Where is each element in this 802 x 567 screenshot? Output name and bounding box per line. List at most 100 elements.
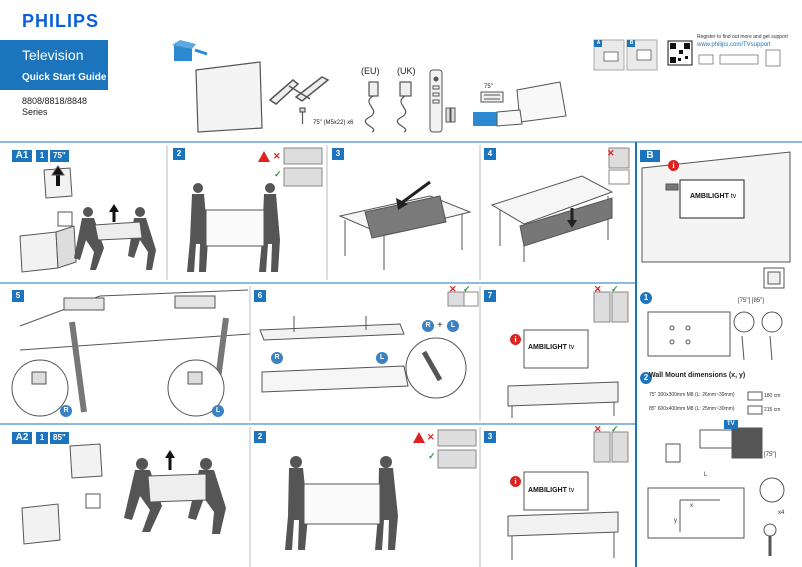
a1s2-hint-images xyxy=(283,147,323,187)
wm-85-distance: 215 cm xyxy=(764,407,781,413)
ambilight-brand: AMBILIGHT xyxy=(528,487,567,494)
b-wall-mount-illustration xyxy=(641,151,791,263)
register-form-icon xyxy=(698,49,781,67)
wm-85-spec: 85" 600x400mm M8 (L: 25mm~30mm) xyxy=(649,406,735,412)
uk-cable-label: (UK) xyxy=(397,66,416,76)
ambilight-label: AMBILIGHT tv xyxy=(690,193,736,200)
left-marker: L xyxy=(376,352,388,364)
a1-size-badge: 75" xyxy=(50,150,69,162)
manuals-icon xyxy=(473,81,567,127)
bracket-size-label: 75" xyxy=(484,84,493,90)
ambilight-suffix: tv xyxy=(566,487,575,494)
check-icon: ✓ xyxy=(611,424,619,434)
a2-step-2-badge: 2 xyxy=(254,431,266,443)
b-wall-rear-illustration xyxy=(647,477,785,556)
cross-icon: ✕ xyxy=(449,284,457,294)
a2s3-tv-standing-illustration xyxy=(507,471,619,560)
remote-control-icon xyxy=(429,69,443,133)
mounting-option-tabs xyxy=(593,39,658,71)
a2-people-carrying-figure xyxy=(124,458,226,534)
ambilight-brand: AMBILIGHT xyxy=(528,344,567,351)
right-marker: R xyxy=(271,352,283,364)
cross-icon: ✕ xyxy=(594,284,602,294)
qr-code-icon xyxy=(667,40,693,66)
wm-sizes-label: [75"] [85"] xyxy=(738,298,764,304)
check-icon: ✓ xyxy=(611,284,619,294)
a2-step-3-badge: 3 xyxy=(484,431,496,443)
wm-y-label: y xyxy=(674,518,677,524)
section-b-label: B xyxy=(640,150,660,162)
bracket-icon xyxy=(480,91,504,103)
right-marker: R xyxy=(60,405,72,417)
box-open-icon xyxy=(172,40,208,61)
s5-stand-attach-illustration xyxy=(19,289,251,413)
step-6-badge: 6 xyxy=(254,290,266,302)
a2s3-hint-images xyxy=(593,431,629,463)
philips-logo: PHILIPS xyxy=(22,11,100,31)
support-url[interactable]: www.philips.com/TVsupport xyxy=(697,42,771,48)
cross-icon: ✕ xyxy=(594,424,602,434)
screw-icon xyxy=(299,107,306,124)
info-icon: i xyxy=(668,160,679,171)
uk-power-cable-icon xyxy=(396,81,412,133)
tv-tag: TV xyxy=(724,420,738,429)
ambilight-suffix: tv xyxy=(728,193,737,200)
model-numbers: 8808/8818/8848 Series xyxy=(22,96,87,118)
wm-size-tag: [75"] xyxy=(764,452,777,458)
b-distance-icons xyxy=(747,391,763,415)
info-icon: i xyxy=(510,334,521,345)
screws-label: 75" (M5x22) x6 xyxy=(313,120,354,126)
ambilight-label: AMBILIGHT tv xyxy=(528,344,574,351)
wm-step-2-badge: 2 xyxy=(640,372,652,384)
wm-x-label: x xyxy=(690,503,693,509)
wall-mount-title: Wall Mount dimensions (x, y) xyxy=(649,372,746,379)
check-icon: ✓ xyxy=(428,451,436,461)
eu-cable-label: (EU) xyxy=(361,66,380,76)
left-marker: L xyxy=(447,320,459,332)
ambilight-label: AMBILIGHT tv xyxy=(528,487,574,494)
step-5-badge: 5 xyxy=(12,290,24,302)
a2s2-hint-images xyxy=(437,429,477,469)
document-title: Television xyxy=(22,47,84,63)
a2-size-badge: 85" xyxy=(50,432,69,444)
warning-icon xyxy=(258,151,270,162)
a2-unbox-illustration xyxy=(21,443,103,545)
ambilight-brand: AMBILIGHT xyxy=(690,193,729,200)
ambilight-suffix: tv xyxy=(566,344,575,351)
brand-block: PHILIPS Television Quick Start Guide 880… xyxy=(0,0,108,140)
a1-people-carrying-figure xyxy=(74,207,156,270)
info-icon: i xyxy=(510,476,521,487)
s6-hint-images xyxy=(447,291,479,307)
right-marker: R xyxy=(422,320,434,332)
eu-power-cable-icon xyxy=(364,81,379,133)
option-tab-a: A xyxy=(595,40,602,47)
cross-icon: ✕ xyxy=(427,432,435,442)
b-rear-panel-illustration xyxy=(647,311,783,361)
cross-icon: ✕ xyxy=(273,151,281,161)
a2s2-people-figure xyxy=(285,456,398,550)
a1s2-people-figure xyxy=(187,183,280,272)
a1-unbox-illustration xyxy=(19,165,77,273)
warning-icon xyxy=(413,432,425,443)
a1s4-hint-images xyxy=(608,147,630,185)
s7-hint-images xyxy=(593,291,629,323)
wm-75-spec: 75" 300x300mm M8 (L: 26mm~39mm) xyxy=(649,392,735,398)
check-icon: ✓ xyxy=(274,169,282,179)
models-line: 8808/8818/8848 xyxy=(22,96,88,106)
plus-sign: + xyxy=(437,320,443,331)
s6-feet-attach-illustration xyxy=(259,316,467,399)
check-icon: ✓ xyxy=(463,284,471,294)
a1s3-table-illustration xyxy=(338,195,472,270)
b-bracket-box-icon xyxy=(763,267,785,289)
a1-step1-badge: 1 xyxy=(36,150,48,162)
wm-x4-label: x4 xyxy=(778,510,785,516)
cross-icon: ✕ xyxy=(607,148,615,158)
section-a1-label: A1 xyxy=(12,150,32,162)
step-7-badge: 7 xyxy=(484,290,496,302)
step-2-badge: 2 xyxy=(173,148,185,160)
option-tab-b: B xyxy=(628,40,635,47)
step-4-badge: 4 xyxy=(484,148,496,160)
left-marker: L xyxy=(212,405,224,417)
batteries-icon xyxy=(445,107,456,123)
